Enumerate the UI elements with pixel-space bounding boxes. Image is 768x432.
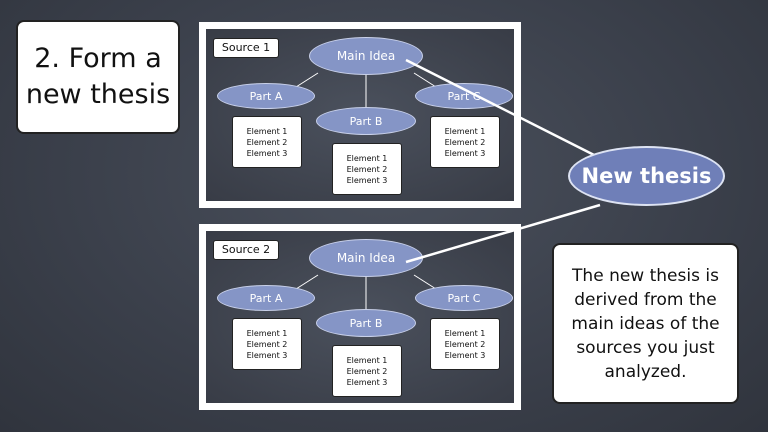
element-item: Element 2 [246,339,288,349]
source-1-part-c-elements: Element 1 Element 2 Element 3 [430,116,500,168]
source-1-main-idea: Main Idea [309,37,423,75]
element-item: Element 3 [346,175,388,185]
element-item: Element 3 [246,148,288,158]
step-title-box: 2. Form a new thesis [16,20,180,134]
source-2-links [295,274,437,309]
element-item: Element 1 [246,126,288,136]
source-1-panel: Source 1 Main Idea Part A Part B Part C … [199,22,521,208]
source-2-panel: Source 2 Main Idea Part A Part B Part C … [199,224,521,410]
element-item: Element 3 [444,350,486,360]
element-item: Element 1 [346,153,388,163]
source-2-part-c: Part C [415,285,513,311]
source-1-diagram: Source 1 Main Idea Part A Part B Part C … [206,29,514,201]
element-item: Element 2 [346,366,388,376]
source-1-label: Source 1 [213,38,279,58]
element-item: Element 1 [246,328,288,338]
source-1-links [295,72,437,107]
source-2-part-a: Part A [217,285,315,311]
description-box: The new thesis is derived from the main … [552,243,739,404]
new-thesis-label: New thesis [581,164,712,188]
element-item: Element 3 [246,350,288,360]
element-item: Element 2 [444,339,486,349]
source-2-part-b-elements: Element 1 Element 2 Element 3 [332,345,402,397]
source-2-diagram: Source 2 Main Idea Part A Part B Part C … [206,231,514,403]
step-title: 2. Form a new thesis [25,43,171,110]
source-1-part-b: Part B [316,107,416,135]
connector-source-1 [405,58,601,160]
source-2-part-b: Part B [316,309,416,337]
source-2-main-idea: Main Idea [309,239,423,277]
element-item: Element 1 [444,328,486,338]
new-thesis-oval: New thesis [568,146,725,206]
element-item: Element 2 [444,137,486,147]
element-item: Element 1 [346,355,388,365]
source-1-part-b-elements: Element 1 Element 2 Element 3 [332,143,402,195]
connector-source-2 [405,203,601,264]
source-2-part-a-elements: Element 1 Element 2 Element 3 [232,318,302,370]
description-text: The new thesis is derived from the main … [571,265,720,382]
element-item: Element 3 [444,148,486,158]
element-item: Element 2 [346,164,388,174]
element-item: Element 2 [246,137,288,147]
source-2-label: Source 2 [213,240,279,260]
source-1-part-a: Part A [217,83,315,109]
source-2-part-c-elements: Element 1 Element 2 Element 3 [430,318,500,370]
source-1-part-a-elements: Element 1 Element 2 Element 3 [232,116,302,168]
element-item: Element 3 [346,377,388,387]
element-item: Element 1 [444,126,486,136]
